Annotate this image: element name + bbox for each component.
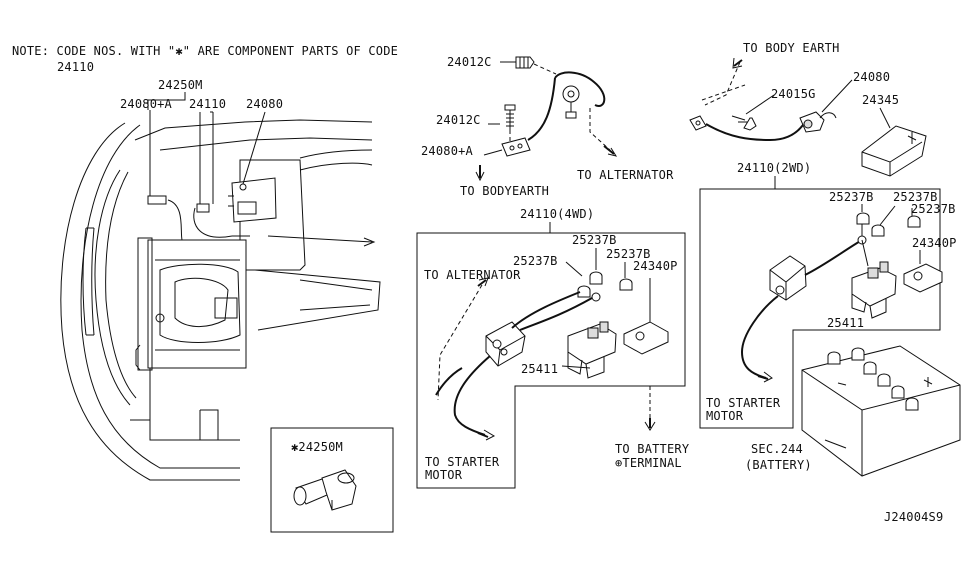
label-inset-24250M: ✱24250M [291, 440, 343, 454]
label-25411-4wd: 25411 [521, 362, 558, 376]
label-24012C-top: 24012C [447, 55, 492, 69]
engine-bay-drawing [60, 92, 381, 481]
label-to-body-earth-mid: TO BODYEARTH [460, 184, 549, 198]
label-to-starter-4wd-1: TO STARTER [425, 455, 500, 469]
label-sec244-2: (BATTERY) [745, 458, 812, 472]
label-24080A-left: 24080+A [120, 97, 173, 111]
label-24110-2wd: 24110(2WD) [737, 161, 811, 175]
label-24110-4wd: 24110(4WD) [520, 207, 594, 221]
note-line-2: 24110 [57, 60, 94, 74]
diagram-code: J24004S9 [884, 510, 943, 524]
label-to-battery-2: ⊕TERMINAL [615, 456, 682, 470]
label-to-alternator-4wd: TO ALTERNATOR [424, 268, 521, 282]
label-to-starter-4wd-2: MOTOR [425, 468, 463, 482]
label-24340P-4wd: 24340P [633, 259, 678, 273]
inset-box [270, 427, 394, 533]
label-25237B-2wd-b: 25237B [893, 190, 938, 204]
label-25237B-4wd-a: 25237B [572, 233, 617, 247]
cable-2wd-drawing [740, 204, 943, 383]
label-25237B-4wd-c: 25237B [606, 247, 651, 261]
label-24012C-mid: 24012C [436, 113, 481, 127]
label-24080-right: 24080 [853, 70, 890, 84]
label-24340P-2wd: 24340P [912, 236, 957, 250]
box-4wd [416, 232, 686, 489]
label-24250M: 24250M [158, 78, 203, 92]
battery-drawing [801, 345, 961, 477]
label-sec244-1: SEC.244 [751, 442, 803, 456]
label-24015G: 24015G [771, 87, 816, 101]
clip-24250M-drawing [293, 469, 357, 511]
label-24080A-mid: 24080+A [421, 144, 474, 158]
note-line-1: NOTE: CODE NOS. WITH "✱" ARE COMPONENT P… [12, 44, 398, 58]
label-to-starter-2wd-1: TO STARTER [706, 396, 781, 410]
label-24345: 24345 [862, 93, 899, 107]
label-24080-left: 24080 [246, 97, 283, 111]
label-to-battery-1: TO BATTERY [615, 442, 690, 456]
cable-4wd-drawing [435, 248, 669, 441]
label-25237B-2wd-c: 25237B [911, 202, 956, 216]
label-to-body-earth-right: TO BODY EARTH [743, 41, 840, 55]
cable-24080-right-drawing [689, 57, 927, 177]
label-25237B-4wd-b: 25237B [513, 254, 558, 268]
label-25237B-2wd-a: 25237B [829, 190, 874, 204]
label-25411-2wd: 25411 [827, 316, 864, 330]
label-to-starter-2wd-2: MOTOR [706, 409, 744, 423]
box-2wd [699, 188, 941, 429]
cable-24080A-drawing [475, 56, 618, 182]
label-24110-left: 24110 [189, 97, 226, 111]
label-to-alternator-top: TO ALTERNATOR [577, 168, 674, 182]
